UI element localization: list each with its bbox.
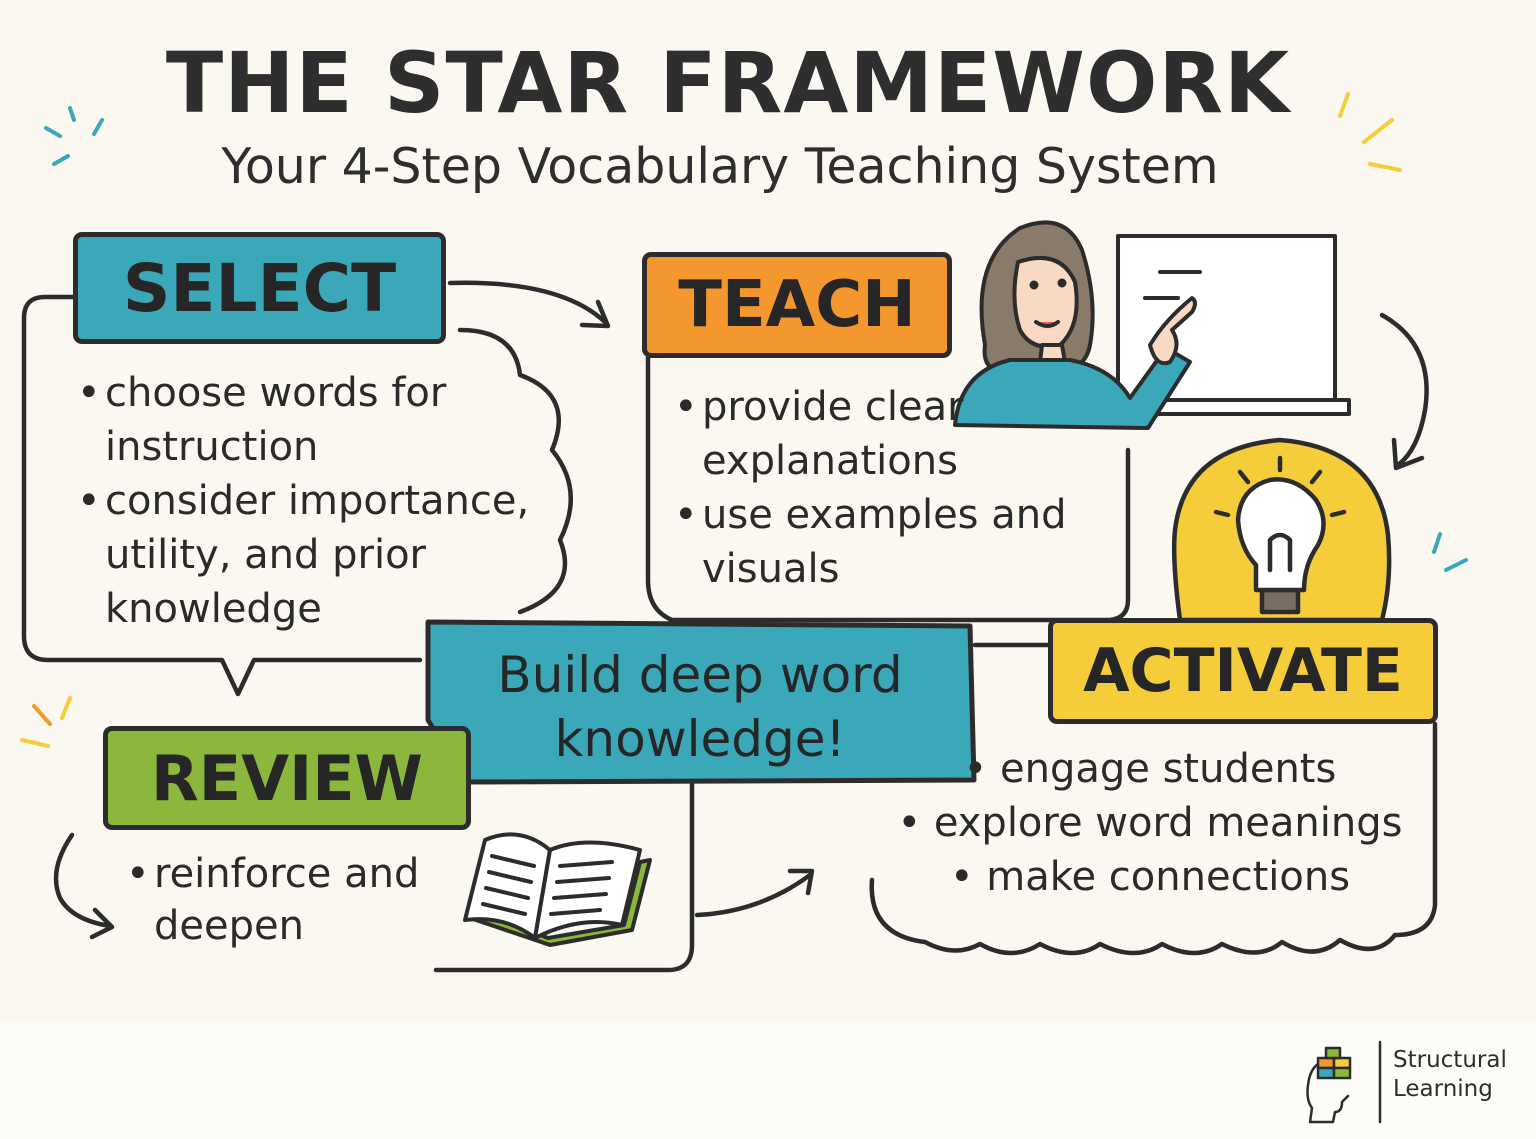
teach-step-label: TEACH <box>642 252 952 358</box>
list-item: explore word meanings <box>870 796 1430 850</box>
lightbulb-icon <box>1171 437 1392 623</box>
review-step-label: REVIEW <box>103 726 471 830</box>
brand-name: Structural Learning <box>1393 1046 1507 1104</box>
footer-band <box>0 1022 1536 1139</box>
structural-learning-logo <box>1306 1040 1382 1124</box>
open-book-icon <box>463 832 652 947</box>
arrow-select-teach <box>447 280 608 325</box>
list-item: choose words for instruction <box>77 366 547 474</box>
arrow-teach-activate-head <box>1391 437 1425 471</box>
teach-bullet-list: provide clear explanations use examples … <box>674 380 1104 596</box>
list-item: consider importance, utility, and prior … <box>77 474 547 636</box>
page-subtitle: Your 4-Step Vocabulary Teaching System <box>221 138 1219 195</box>
select-bubble <box>21 294 423 697</box>
list-item: provide clear explanations <box>674 380 1104 488</box>
arrow-teach-activate <box>1379 312 1429 468</box>
arrow-review-activate <box>694 872 813 918</box>
activate-step-label: ACTIVATE <box>1048 618 1438 724</box>
select-bubble-wave <box>457 327 573 615</box>
center-message: Build deep word knowledge! <box>497 646 903 768</box>
review-bullet-list: reinforce and deepen <box>126 848 446 952</box>
activate-box <box>869 721 1438 956</box>
list-item: make connections <box>870 850 1430 904</box>
sparkle-decorations <box>20 92 1468 748</box>
arrow-review-cycle <box>53 832 113 929</box>
list-item: engage students <box>870 742 1430 796</box>
center-box <box>425 619 977 785</box>
arrow-review-activate-head <box>787 868 815 896</box>
brand-line-1: Structural <box>1393 1047 1507 1073</box>
activate-bullet-list: engage students explore word meanings ma… <box>870 742 1430 904</box>
select-bullet-list: choose words for instruction consider im… <box>77 366 547 636</box>
list-item: reinforce and deepen <box>126 848 446 952</box>
brand-line-2: Learning <box>1393 1076 1493 1102</box>
review-connector <box>433 779 695 973</box>
arrow-select-teach-head <box>579 299 611 329</box>
select-step-label: SELECT <box>73 232 446 344</box>
teach-box <box>645 355 1131 623</box>
page-title: THE STAR FRAMEWORK <box>165 34 1291 132</box>
arrow-review-cycle-head <box>89 907 115 940</box>
list-item: use examples and visuals <box>674 488 1104 596</box>
